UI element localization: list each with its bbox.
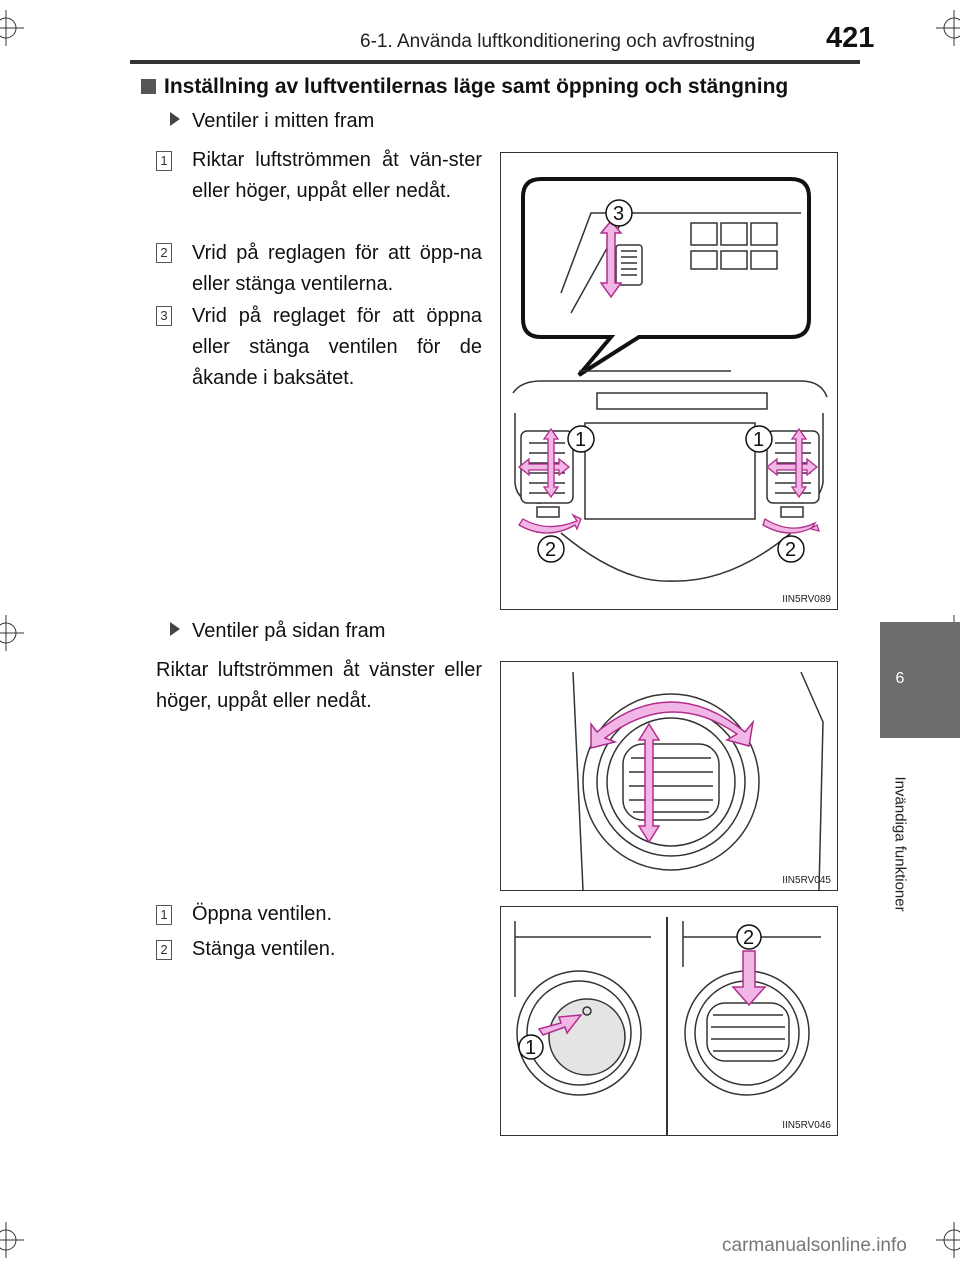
step-text: Vrid på reglagen för att öpp-na eller st… xyxy=(192,242,482,295)
triangle-bullet-icon xyxy=(170,112,180,126)
square-bullet-icon xyxy=(141,79,156,94)
open-close-figure: 1 2 IIN5RV046 xyxy=(500,906,838,1136)
callout-1-left: 1 xyxy=(575,429,586,451)
chapter-tab-label: Invändiga funktioner xyxy=(891,776,909,912)
step-number: 1 xyxy=(156,151,172,171)
section-heading: Inställning av luftventilernas läge samt… xyxy=(141,75,788,99)
chapter-title: 6-1. Använda luftkonditionering och avfr… xyxy=(360,31,756,52)
callout-1: 1 xyxy=(525,1037,536,1059)
header-rule xyxy=(130,60,860,64)
step-number: 3 xyxy=(156,306,172,326)
side-vents-illustration xyxy=(572,671,824,891)
step-text: Vrid på reglaget för att öppna eller stä… xyxy=(192,305,482,389)
figure-code: IIN5RV089 xyxy=(782,594,831,605)
section-heading-text: Inställning av luftventilernas läge samt… xyxy=(164,75,789,98)
chapter-tab xyxy=(880,622,960,738)
callout-2: 2 xyxy=(743,927,754,949)
chapter-tab-number: 6 xyxy=(895,670,905,687)
figure-code: IIN5RV046 xyxy=(782,1120,831,1131)
side-vents-title-text: Ventiler på sidan fram xyxy=(192,620,386,642)
open-close-illustration: 1 2 xyxy=(514,917,821,1135)
callout-1-right: 1 xyxy=(753,429,764,451)
step-number: 2 xyxy=(156,940,172,960)
step-number: 2 xyxy=(156,243,172,263)
center-vents-illustration: 3 1 2 1 xyxy=(512,177,828,582)
side-vents-text: Riktar luftströmmen åt vänster eller hög… xyxy=(156,659,482,712)
page-number: 421 xyxy=(826,22,875,54)
side-vents-title: Ventiler på sidan fram xyxy=(170,620,385,643)
callout-2-left: 2 xyxy=(545,539,556,561)
callout-3: 3 xyxy=(613,203,624,225)
triangle-bullet-icon xyxy=(170,622,180,636)
figure-code: IIN5RV045 xyxy=(782,875,831,886)
callout-2-right: 2 xyxy=(785,539,796,561)
step-text: Riktar luftströmmen åt vän-ster eller hö… xyxy=(192,149,482,202)
watermark: carmanualsonline.info xyxy=(722,1235,907,1256)
center-vents-title: Ventiler i mitten fram xyxy=(170,110,374,133)
center-vents-figure: 3 1 2 1 xyxy=(500,152,838,610)
step-text: Öppna ventilen. xyxy=(192,903,333,925)
side-vents-figure: IIN5RV045 xyxy=(500,661,838,891)
step-text: Stänga ventilen. xyxy=(192,938,336,960)
center-vents-title-text: Ventiler i mitten fram xyxy=(192,110,375,132)
step-number: 1 xyxy=(156,905,172,925)
